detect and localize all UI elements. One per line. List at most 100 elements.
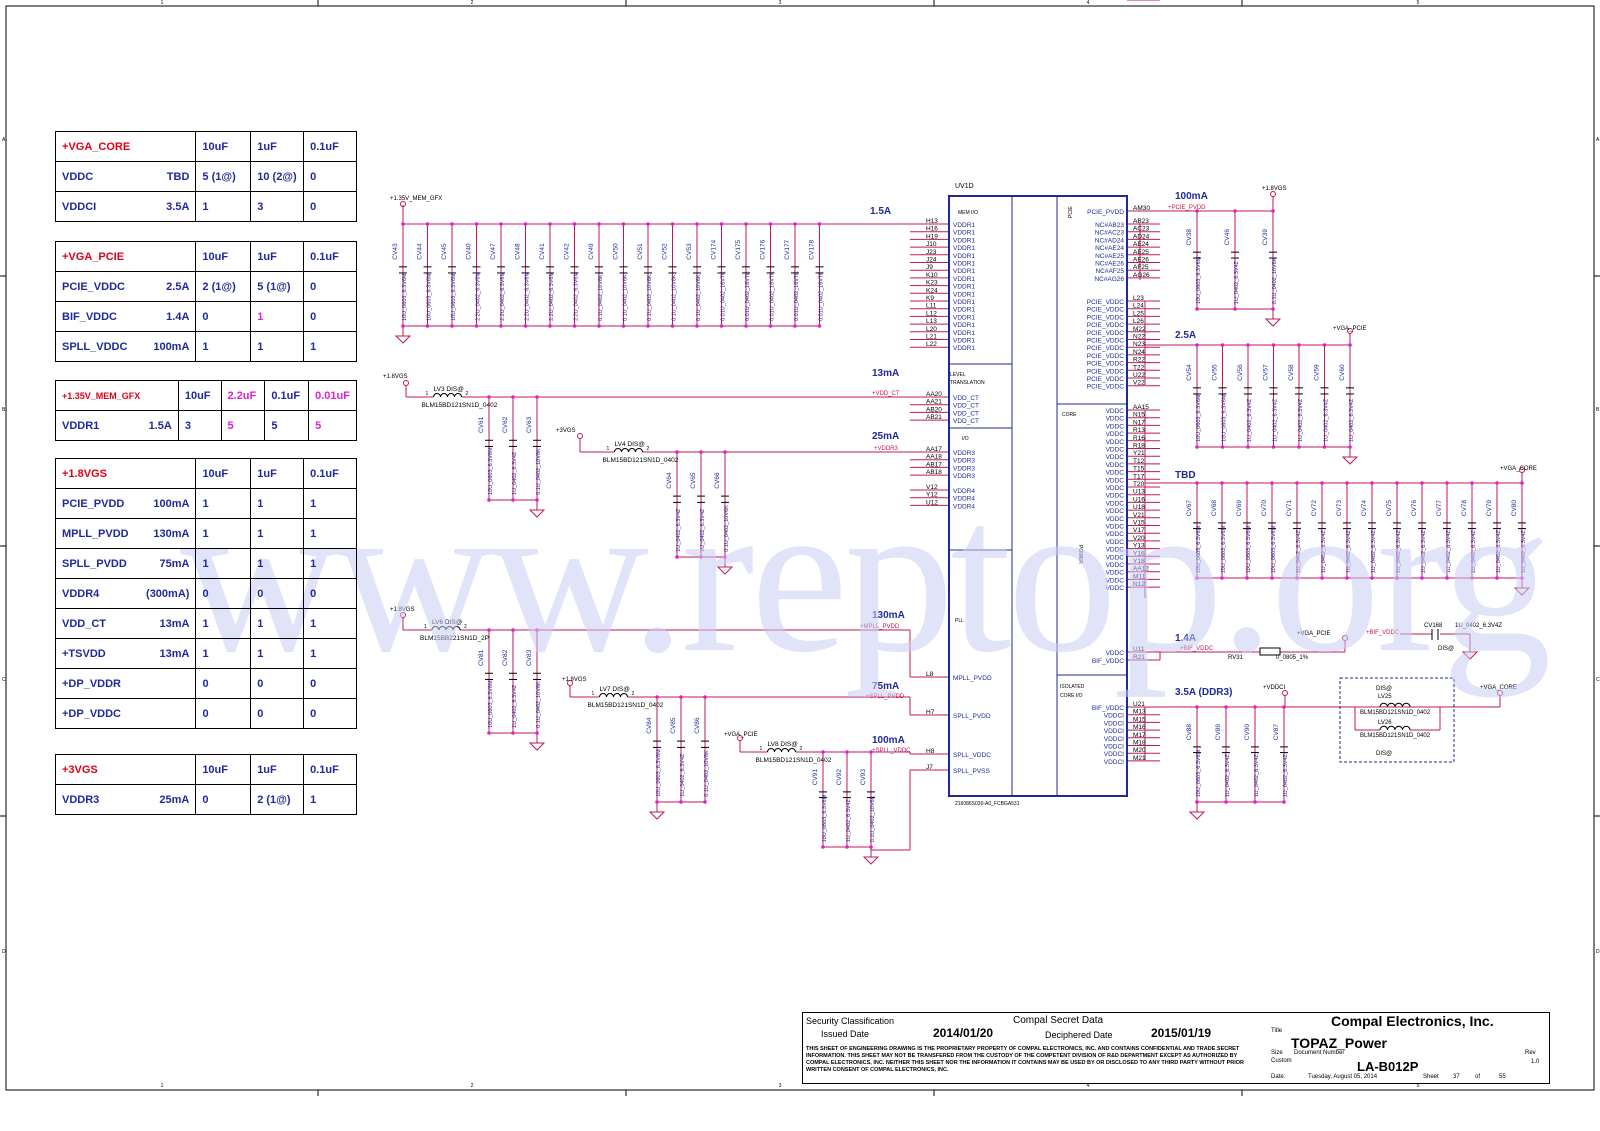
cap-value: 10U_0603_6.3V6M [1196, 749, 1202, 797]
current-label: 100mA [153, 497, 190, 510]
inductor-ref: LV3 DIS@ [434, 386, 465, 393]
cap-ref: CV87 [1273, 724, 1280, 741]
power-port [1270, 191, 1276, 197]
count-cell: 1 [303, 488, 357, 519]
cap-ref: CV61 [478, 416, 485, 433]
cap-ref: CV71 [1286, 500, 1293, 517]
junction-dot [572, 222, 577, 226]
cap-value: 0.01U_0402_16V7K [819, 271, 825, 321]
junction-dot [474, 222, 479, 226]
pin-ball: N15 [1133, 412, 1145, 419]
pin-ball: Y16 [1133, 550, 1145, 557]
pin-ball: K10 [926, 272, 938, 279]
cap-value: 1U_0402_6.3V4Z [1234, 260, 1240, 304]
junction-dot [1345, 576, 1349, 580]
pin-ball: U22 [1133, 372, 1145, 379]
count-cell: 3 [177, 410, 222, 441]
rail-cell: VDDR4(300mA) [54, 578, 197, 609]
pin-name: SPLL_PVSS [953, 768, 991, 775]
pin-name: VDDC [1106, 423, 1125, 430]
sheet-title: TOPAZ_Power [1291, 1035, 1387, 1051]
pin-name: VDDC [1106, 524, 1125, 531]
cap-ref: CV178 [809, 239, 816, 259]
pin-ball: R22 [1133, 357, 1145, 364]
cap-ref: CV81 [478, 649, 485, 666]
ground-symbol [528, 742, 546, 751]
cap-value: 1U_0402_6.3V4Z [1496, 529, 1502, 573]
rail-label: PCIE_PVDD [62, 497, 125, 510]
count-cell: 0 [195, 668, 252, 699]
pin-ball: T22 [1133, 364, 1145, 371]
rail-cell: +VGA_PCIE [54, 241, 197, 272]
pin-name: VDDC [1106, 462, 1125, 469]
junction-dot [1220, 445, 1225, 449]
junction-dot [1195, 576, 1199, 580]
pin-name: PCIE_VDDC [1087, 376, 1125, 383]
cap-ref: CV74 [1361, 500, 1368, 517]
cap-ref: CV76 [1411, 500, 1418, 517]
count-cell: 0.1uF [303, 458, 357, 489]
junction-dot [523, 324, 528, 328]
pin-ball: R18 [1133, 443, 1145, 450]
junction-dot [1445, 481, 1449, 485]
cap-value: 0.1U_0402_10V6K [870, 795, 876, 842]
rail-label: +1.8VGS [562, 677, 587, 683]
junction-dot [511, 395, 515, 399]
pin-name: PCIE_VDDC [1087, 314, 1125, 321]
cap-ref: CV69 [1236, 500, 1243, 517]
cap-value: 0.01U_0402_16V7K [745, 271, 751, 321]
pin-ball: H13 [926, 218, 938, 225]
junction-dot [1195, 705, 1199, 709]
junction-dot [719, 222, 724, 226]
column-label: 4 [1087, 1083, 1090, 1089]
rail-label: +1.35V_MEM_GFX [390, 196, 442, 202]
junction-dot [487, 498, 491, 502]
dis-label: DIS@ [1438, 646, 1454, 652]
count-cell: 1 [250, 301, 305, 332]
junction-dot [793, 324, 797, 328]
count-cell: 1 [250, 331, 305, 362]
cap-ref: CV89 [1215, 724, 1222, 741]
cap-ref: CV63 [526, 416, 533, 433]
column-label: 1 [161, 1083, 164, 1089]
junction-dot [695, 222, 699, 226]
junction-dot [1233, 209, 1237, 213]
column-label: 2 [471, 0, 474, 6]
junction-dot [1282, 705, 1286, 709]
cap-value: 2.2U_0402_6.3V6M [549, 272, 555, 321]
pin-num: 1 [607, 446, 610, 452]
junction-dot [1520, 481, 1524, 485]
count-cell: 1 [195, 191, 252, 222]
pin-name: VDDR1 [953, 222, 975, 229]
junction-dot [845, 845, 849, 849]
pin-name: PCIE_VDDC [1087, 299, 1125, 306]
pin-ball: J9 [926, 264, 933, 271]
junction-dot [1495, 576, 1499, 580]
row-label: B [1596, 407, 1600, 413]
net-label: +SPLL_PVDD [866, 694, 905, 700]
junction-dot [723, 555, 727, 559]
cap-ref: CV45 [441, 243, 448, 260]
junction-dot [1348, 343, 1352, 347]
count-cell: 5 [264, 410, 310, 441]
ground-symbol [1461, 651, 1479, 660]
inductor-ref: LV6 DIS@ [432, 619, 463, 626]
cap-value: 10U_0603_6.3V6M [1246, 525, 1252, 573]
cap-ref: CV52 [662, 243, 669, 260]
cap-ref: CV86 [694, 717, 701, 734]
junction-dot [768, 222, 773, 226]
junction-dot [487, 395, 491, 399]
pin-name: VDDC [1106, 516, 1125, 523]
pin-num: 2 [647, 446, 650, 452]
rail-cell: +VGA_CORE [54, 131, 197, 162]
pin-name: VDDR3 [953, 465, 975, 472]
junction-dot [535, 498, 539, 502]
junction-dot [1320, 576, 1324, 580]
count-cell: 1 [303, 608, 357, 639]
cap-ref: CV41 [539, 243, 546, 260]
junction-dot [1345, 481, 1349, 485]
junction-dot [1297, 445, 1301, 449]
junction-dot [1224, 705, 1228, 709]
